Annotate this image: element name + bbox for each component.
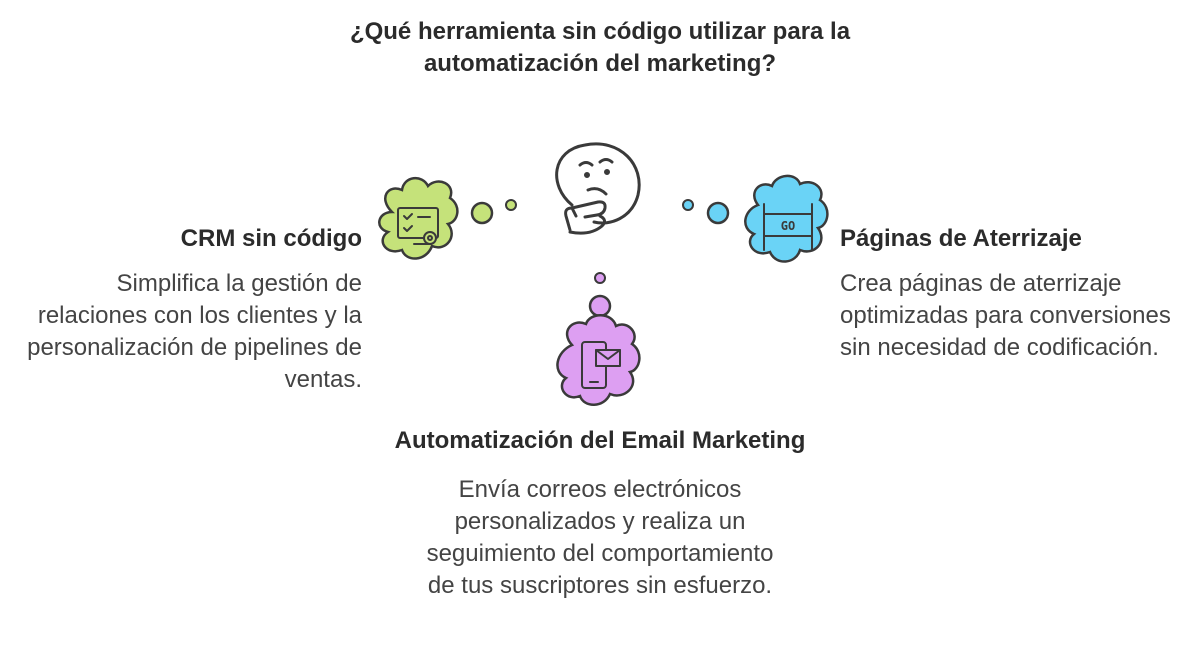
page-title: ¿Qué herramienta sin código utilizar par… [349, 18, 851, 77]
landing-bubble-small [682, 199, 694, 211]
thinking-face-icon [555, 142, 641, 235]
email-heading: Automatización del Email Marketing [394, 427, 806, 454]
go-sign-icon: GO [744, 174, 829, 263]
landing-bubble-large [706, 201, 730, 225]
email-bubble-small [594, 272, 606, 284]
landing-heading: Páginas de Aterrizaje [840, 225, 1082, 252]
crm-description: Simplifica la gestión de relaciones con … [27, 270, 362, 393]
email-description: Envía correos electrónicos personalizado… [426, 476, 774, 599]
landing-description: Crea páginas de aterrizaje optimizadas p… [840, 270, 1171, 361]
crm-cloud [378, 177, 459, 260]
crm-settings-icon [378, 177, 459, 260]
go-sign-text: GO [781, 219, 795, 233]
crm-bubble-large [470, 201, 494, 225]
crm-bubble-small [505, 199, 517, 211]
mobile-email-icon [556, 314, 641, 406]
crm-heading: CRM sin código [180, 225, 362, 252]
email-bubble-large [588, 294, 612, 318]
